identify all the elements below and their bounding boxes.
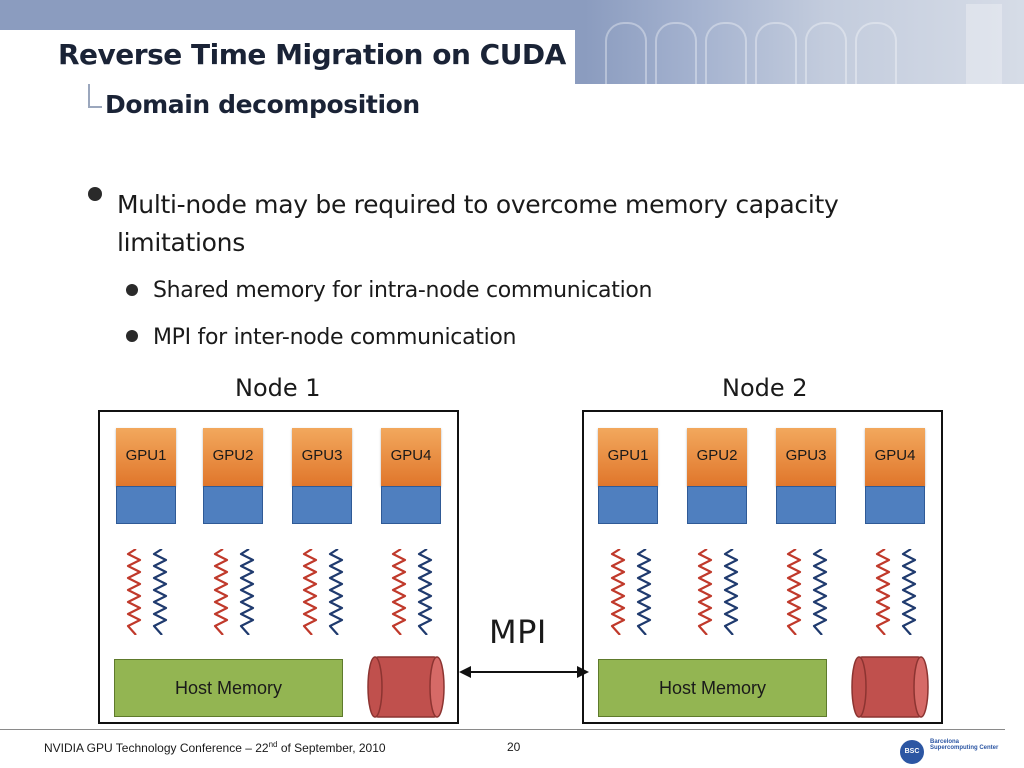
node-2-gpu-1: GPU1: [598, 428, 658, 486]
node-1-gpu-4-memory: [381, 486, 441, 524]
red-thread-icon: [213, 549, 229, 635]
node-2-gpu-3-memory: [776, 486, 836, 524]
bullet-dot: [88, 187, 102, 201]
red-thread-icon: [875, 549, 891, 635]
mpi-label: MPI: [489, 613, 547, 651]
footer-divider: [0, 729, 1005, 730]
node-1-gpu-2: GPU2: [203, 428, 263, 486]
bsc-logo-text: Barcelona Supercomputing Center: [930, 739, 999, 751]
page-number: 20: [507, 740, 521, 754]
red-thread-icon: [610, 549, 626, 635]
bullet-main-text: Multi-node may be required to overcome m…: [117, 190, 839, 257]
red-thread-icon: [786, 549, 802, 635]
node-1-gpu-1-memory: [116, 486, 176, 524]
red-thread-icon: [302, 549, 318, 635]
sub-bullet-text-2: MPI for inter-node communication: [153, 325, 517, 350]
bsc-logo-icon: BSC: [900, 740, 924, 764]
node-2-gpu-4-memory: [865, 486, 925, 524]
blue-thread-icon: [328, 549, 344, 635]
disk-icon: [367, 656, 445, 718]
node-2-gpu-1-memory: [598, 486, 658, 524]
node-1-gpu-3: GPU3: [292, 428, 352, 486]
blue-thread-icon: [723, 549, 739, 635]
slide-subtitle: Domain decomposition: [105, 90, 420, 119]
blue-thread-icon: [636, 549, 652, 635]
sub-bullet-dot: [126, 284, 138, 296]
sub-bullet-text-1: Shared memory for intra-node communicati…: [153, 278, 653, 303]
title-box: [0, 30, 575, 84]
bsc-logo: BSC Barcelona Supercomputing Center: [900, 737, 1010, 767]
blue-thread-icon: [417, 549, 433, 635]
blue-thread-icon: [812, 549, 828, 635]
node-1-label: Node 1: [235, 374, 321, 402]
red-thread-icon: [126, 549, 142, 635]
node-1-gpu-3-memory: [292, 486, 352, 524]
subtitle-connector: [88, 84, 102, 108]
node-2-gpu-2-memory: [687, 486, 747, 524]
node-2-label: Node 2: [722, 374, 808, 402]
footer-conference-text: NVIDIA GPU Technology Conference – 22nd …: [44, 740, 386, 755]
node-2-gpu-2: GPU2: [687, 428, 747, 486]
mpi-double-arrow-icon: [459, 666, 589, 678]
header-building-photo: [585, 0, 1024, 84]
node-1-gpu-4: GPU4: [381, 428, 441, 486]
node-2-gpu-3: GPU3: [776, 428, 836, 486]
slide-title: Reverse Time Migration on CUDA: [58, 38, 566, 71]
sub-bullet-dot: [126, 330, 138, 342]
node-1-gpu-2-memory: [203, 486, 263, 524]
disk-icon: [851, 656, 929, 718]
red-thread-icon: [697, 549, 713, 635]
blue-thread-icon: [239, 549, 255, 635]
node-1-host-memory: Host Memory: [114, 659, 343, 717]
node-2-host-memory: Host Memory: [598, 659, 827, 717]
red-thread-icon: [391, 549, 407, 635]
node-2-gpu-4: GPU4: [865, 428, 925, 486]
blue-thread-icon: [152, 549, 168, 635]
node-1-gpu-1: GPU1: [116, 428, 176, 486]
blue-thread-icon: [901, 549, 917, 635]
